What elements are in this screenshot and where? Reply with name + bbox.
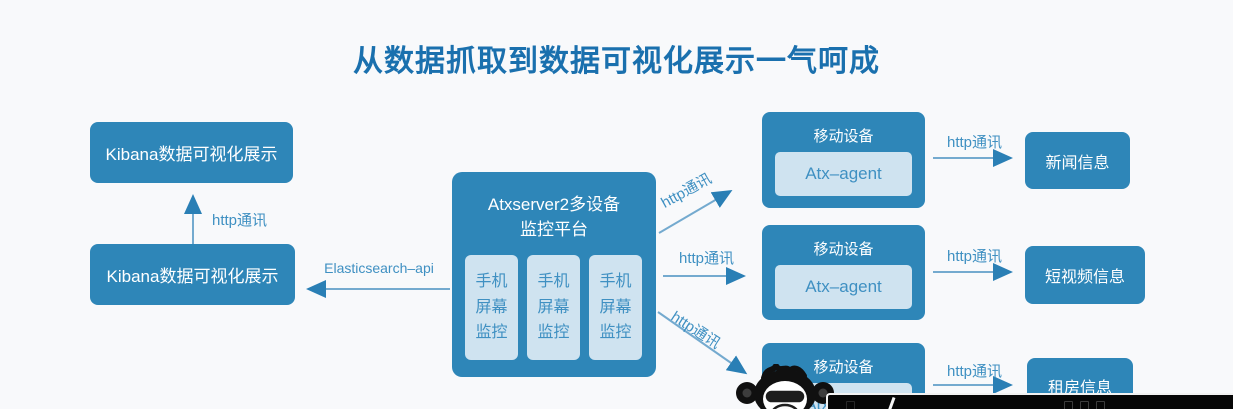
label-http-diagonal-down: http通讯 (667, 308, 724, 353)
label-http-right-middle: http通讯 (947, 248, 1003, 265)
node-atxserver2-platform: Atxserver2多设备 监控平台 手机 屏幕 监控 手机 屏幕 监控 手机 … (452, 172, 656, 377)
faint-glyph (1064, 401, 1073, 409)
slash-mark (887, 396, 896, 409)
mobile-device-label: 移动设备 (813, 241, 874, 258)
atx-agent-badge: Atx–agent (775, 265, 912, 309)
mobile-device-label: 移动设备 (813, 128, 874, 145)
node-short-video-info: 短视频信息 (1025, 246, 1145, 304)
node-mobile-device-1: 移动设备 Atx–agent (762, 112, 925, 208)
mobile-device-label: 移动设备 (813, 359, 874, 376)
monkey-mascot-icon (736, 364, 834, 409)
node-label: 短视频信息 (1044, 269, 1125, 286)
node-kibana-visualization-top: Kibana数据可视化展示 (90, 122, 293, 183)
label-http-up: http通讯 (212, 212, 268, 229)
node-label: 新闻信息 (1045, 154, 1110, 172)
faint-glyph (1096, 401, 1105, 409)
label-http-right-top: http通讯 (947, 134, 1003, 151)
bottom-black-bar (826, 393, 1233, 409)
screen-monitor-1: 手机 屏幕 监控 (465, 255, 518, 360)
faint-glyph (1080, 401, 1089, 409)
label-http-diagonal-up: http通讯 (658, 170, 715, 212)
atx-agent-badge: Atx–agent (775, 152, 912, 196)
node-kibana-visualization-bottom: Kibana数据可视化展示 (90, 244, 295, 305)
screen-monitor-group: 手机 屏幕 监控 手机 屏幕 监控 手机 屏幕 监控 (465, 255, 643, 360)
node-label: 租房信息 (1047, 379, 1112, 397)
node-label: Kibana数据可视化展示 (105, 145, 278, 164)
label-http-middle: http通讯 (679, 250, 735, 267)
label-elasticsearch-api: Elasticsearch–api (324, 260, 434, 276)
screen-monitor-3: 手机 屏幕 监控 (589, 255, 642, 360)
screen-monitor-2: 手机 屏幕 监控 (527, 255, 580, 360)
label-http-right-bottom: http通讯 (947, 363, 1003, 380)
node-mobile-device-2: 移动设备 Atx–agent (762, 225, 925, 320)
node-label: Kibana数据可视化展示 (106, 267, 279, 286)
node-news-info: 新闻信息 (1025, 132, 1130, 189)
server-title: Atxserver2多设备 监控平台 (487, 195, 621, 239)
faint-glyph (846, 401, 855, 409)
page-title: 从数据抓取到数据可视化展示一气呵成 (353, 45, 880, 78)
